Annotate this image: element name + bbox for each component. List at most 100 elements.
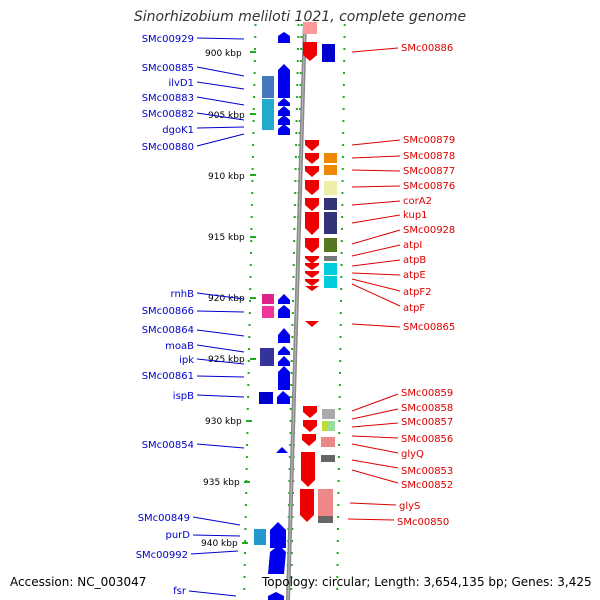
- gene-block[interactable]: [262, 76, 274, 98]
- gene-label[interactable]: fsr: [173, 586, 187, 597]
- gene-arrow[interactable]: [278, 64, 290, 98]
- gene-arrow[interactable]: [301, 452, 315, 487]
- gene-arrow[interactable]: [305, 256, 319, 264]
- gene-arrow[interactable]: [303, 406, 317, 418]
- gene-block[interactable]: [324, 165, 337, 175]
- gene-arrow[interactable]: [278, 124, 290, 135]
- gene-label[interactable]: SMc00866: [142, 306, 194, 317]
- gene-label[interactable]: SMc00992: [136, 550, 188, 561]
- gene-label[interactable]: SMc00879: [403, 135, 455, 146]
- gene-arrow[interactable]: [305, 238, 319, 253]
- gene-label[interactable]: SMc00849: [138, 513, 190, 524]
- gene-block[interactable]: [324, 212, 337, 234]
- gene-label[interactable]: ipk: [179, 355, 194, 366]
- gene-block[interactable]: [324, 263, 337, 275]
- gene-block[interactable]: [324, 238, 337, 252]
- gene-label[interactable]: SMc00850: [397, 517, 449, 528]
- gene-arrow[interactable]: [278, 356, 290, 366]
- gene-label[interactable]: SMc00882: [142, 109, 194, 120]
- gene-arrow[interactable]: [305, 140, 319, 151]
- gene-block[interactable]: [324, 181, 337, 195]
- gene-block[interactable]: [262, 306, 274, 318]
- gene-label[interactable]: corA2: [403, 196, 432, 207]
- gene-block[interactable]: [321, 437, 335, 447]
- gene-label[interactable]: purD: [166, 530, 191, 541]
- gene-label[interactable]: ispB: [173, 391, 194, 402]
- gene-arrow[interactable]: [278, 115, 290, 125]
- gene-arrow[interactable]: [278, 305, 290, 318]
- gene-label[interactable]: glyQ: [401, 449, 424, 460]
- gene-block[interactable]: [321, 455, 335, 462]
- gene-block[interactable]: [259, 392, 273, 404]
- gene-arrow[interactable]: [305, 271, 319, 278]
- gene-arrow[interactable]: [305, 286, 319, 291]
- gene-label[interactable]: SMc00852: [401, 480, 453, 491]
- gene-label[interactable]: SMc00854: [142, 440, 194, 451]
- gene-arrow[interactable]: [305, 198, 319, 211]
- gene-block[interactable]: [260, 348, 274, 366]
- gene-label[interactable]: atpF: [403, 303, 425, 314]
- gene-block[interactable]: [262, 294, 274, 304]
- gene-arrow[interactable]: [277, 391, 290, 404]
- gene-label[interactable]: SMc00859: [401, 388, 453, 399]
- gene-label[interactable]: SMc00865: [403, 322, 455, 333]
- gene-label[interactable]: atpB: [403, 255, 426, 266]
- gene-arrow[interactable]: [305, 153, 319, 164]
- gene-arrow[interactable]: [278, 328, 290, 343]
- gene-arrow[interactable]: [278, 32, 290, 43]
- gene-label[interactable]: rnhB: [171, 289, 195, 300]
- gene-block[interactable]: [322, 44, 335, 62]
- gene-block[interactable]: [324, 256, 337, 261]
- gene-arrow[interactable]: [270, 522, 286, 548]
- gene-arrow[interactable]: [305, 321, 319, 327]
- gene-arrow[interactable]: [278, 98, 290, 106]
- gene-label[interactable]: kup1: [403, 210, 428, 221]
- gene-label[interactable]: atpE: [403, 270, 426, 281]
- gene-label[interactable]: moaB: [165, 341, 194, 352]
- gene-label[interactable]: SMc00885: [142, 63, 194, 74]
- gene-label[interactable]: SMc00858: [401, 403, 453, 414]
- gene-block[interactable]: [322, 409, 335, 419]
- gene-arrow[interactable]: [303, 42, 317, 61]
- gene-block[interactable]: [324, 198, 337, 210]
- gene-block[interactable]: [262, 99, 274, 130]
- gene-label[interactable]: SMc00877: [403, 166, 455, 177]
- gene-label[interactable]: SMc00929: [142, 34, 194, 45]
- gene-label[interactable]: SMc00883: [142, 93, 194, 104]
- gene-label[interactable]: SMc00876: [403, 181, 455, 192]
- gene-block[interactable]: [318, 516, 333, 523]
- gene-label[interactable]: SMc00886: [401, 43, 453, 54]
- gene-label[interactable]: ilvD1: [168, 78, 194, 89]
- gene-label[interactable]: SMc00878: [403, 151, 455, 162]
- gene-label[interactable]: SMc00880: [142, 142, 194, 153]
- gene-label[interactable]: glyS: [399, 501, 420, 512]
- gene-block[interactable]: [324, 276, 337, 288]
- gene-label[interactable]: dgoK1: [162, 125, 194, 136]
- gene-arrow[interactable]: [278, 346, 290, 355]
- gene-arrow[interactable]: [305, 263, 319, 270]
- gene-label[interactable]: SMc00861: [142, 371, 194, 382]
- gene-arrow[interactable]: [300, 489, 314, 522]
- gene-arrow[interactable]: [268, 545, 286, 574]
- gene-arrow[interactable]: [305, 212, 319, 235]
- gene-label[interactable]: SMc00864: [142, 325, 194, 336]
- gene-arrow[interactable]: [278, 106, 290, 116]
- gene-arrow[interactable]: [302, 434, 316, 446]
- gene-label[interactable]: atpI: [403, 240, 422, 251]
- gene-block[interactable]: [254, 529, 266, 545]
- gene-arrow[interactable]: [268, 592, 284, 600]
- gene-arrow[interactable]: [278, 294, 290, 304]
- gene-block[interactable]: [318, 489, 333, 516]
- gene-arrow[interactable]: [305, 166, 319, 177]
- gene-arrow[interactable]: [305, 180, 319, 195]
- gene-label[interactable]: atpF2: [403, 287, 432, 298]
- gene-block[interactable]: [328, 421, 335, 431]
- gene-label[interactable]: SMc00853: [401, 466, 453, 477]
- gene-label[interactable]: SMc00856: [401, 434, 453, 445]
- gene-label[interactable]: SMc00857: [401, 417, 453, 428]
- gene-arrow[interactable]: [305, 279, 319, 286]
- gene-arrow[interactable]: [278, 366, 290, 390]
- gene-block[interactable]: [303, 22, 317, 34]
- gene-arrow[interactable]: [303, 420, 317, 432]
- gene-arrow[interactable]: [276, 447, 288, 453]
